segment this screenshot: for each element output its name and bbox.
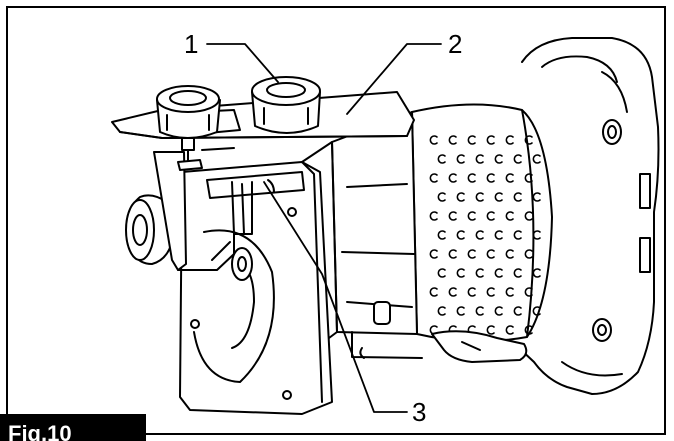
tool-illustration: 1 2 3 [111,29,660,427]
vent-slot [467,287,476,297]
vent-slot [524,211,533,221]
vent-slot [532,154,541,164]
vent-slot [475,230,484,240]
vent-slot [513,192,522,202]
vent-slot [467,135,476,145]
knob-right [251,76,321,134]
vent-slot [437,306,446,316]
vent-slot [475,268,484,278]
vent-slot [429,249,438,259]
vent-slot [486,135,495,145]
tool-body [301,111,423,359]
vent-slot [467,249,476,259]
vent-slot [505,325,514,335]
vent-slot [524,135,533,145]
vent-slot [456,306,465,316]
vent-slot [448,287,457,297]
vent-slots [429,135,541,335]
vent-slot [524,249,533,259]
vent-slot [513,230,522,240]
vent-slot [456,154,465,164]
vent-slot [532,230,541,240]
callout-number-1: 1 [184,29,198,59]
vent-slot [467,211,476,221]
side-knob [125,194,185,265]
vent-slot [448,249,457,259]
vent-slot [467,173,476,183]
knob-left [156,85,221,139]
base-plate [179,161,333,415]
vent-slot [437,268,446,278]
vent-slot [486,287,495,297]
vent-slot [448,211,457,221]
vent-slot [524,325,533,335]
vent-slot [505,173,514,183]
vent-slot [456,230,465,240]
figure-frame: 1 2 3 [6,6,666,435]
vent-slot [524,287,533,297]
callout-leaders [206,43,442,413]
vent-slot [475,306,484,316]
bracket [153,151,235,271]
callout-number-2: 2 [448,29,462,59]
vent-slot [448,173,457,183]
vent-slot [494,268,503,278]
vent-slot [475,154,484,164]
vent-slot [437,192,446,202]
figure-label: Fig.10 [0,414,146,441]
vent-slot [532,268,541,278]
bit-collet [231,247,253,281]
vent-slot [532,192,541,202]
vent-slot [429,287,438,297]
vent-slot [429,173,438,183]
vent-slot [456,268,465,278]
stopper-screw [177,137,235,171]
vent-slot [437,230,446,240]
vent-slot [513,306,522,316]
vent-slot [524,173,533,183]
vent-slot [513,154,522,164]
vent-slot [486,325,495,335]
vent-slot [494,230,503,240]
vent-slot [429,135,438,145]
vent-slot [532,306,541,316]
vent-slot [505,287,514,297]
vent-slot [429,211,438,221]
vent-slot [494,306,503,316]
motor-housing-rear [517,37,660,395]
vent-slot [456,192,465,202]
vent-slot [486,249,495,259]
vent-slot [494,154,503,164]
lock-lever [431,330,528,363]
vent-slot [494,192,503,202]
vent-slot [486,173,495,183]
guide-attachment [206,171,305,235]
vent-slot [448,135,457,145]
vent-slot [505,135,514,145]
vent-slot [505,249,514,259]
callout-number-3: 3 [412,397,426,427]
vent-slot [513,268,522,278]
vent-slot [486,211,495,221]
vent-slot [437,154,446,164]
vent-slot [475,192,484,202]
vent-slot [505,211,514,221]
